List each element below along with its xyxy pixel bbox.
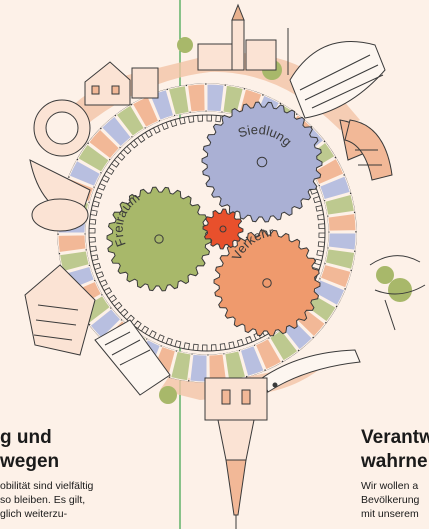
gear-siedlung: [201, 101, 323, 223]
church-tower-top: [197, 3, 289, 75]
tram: [94, 319, 171, 396]
lion-statue: [29, 99, 91, 232]
shrub-right: [369, 255, 426, 331]
left-heading-line2: wegen: [0, 451, 60, 472]
left-body-line3: glich weiterzu-: [0, 508, 68, 520]
right-body-line3: mit unserem: [361, 508, 419, 520]
gear-verkehr: [213, 229, 321, 337]
gear-freiraum: [106, 186, 212, 292]
building-left: [24, 264, 96, 356]
right-heading-line1: Verantw: [361, 427, 429, 448]
house-top-left: [84, 61, 159, 106]
right-heading-line2: wahrne: [361, 451, 428, 472]
left-heading-line1: g und: [0, 427, 52, 448]
left-body-line1: obilität sind vielfältig: [0, 480, 94, 492]
gear-center: [202, 208, 244, 250]
left-body-line2: so bleiben. Es gilt,: [0, 494, 86, 506]
right-body-line1: Wir wollen a: [361, 480, 419, 492]
church-tower-bottom: [204, 377, 268, 529]
train: [261, 349, 361, 393]
right-body-line2: Bevölkerung: [361, 494, 420, 506]
castle-right: [344, 119, 393, 181]
